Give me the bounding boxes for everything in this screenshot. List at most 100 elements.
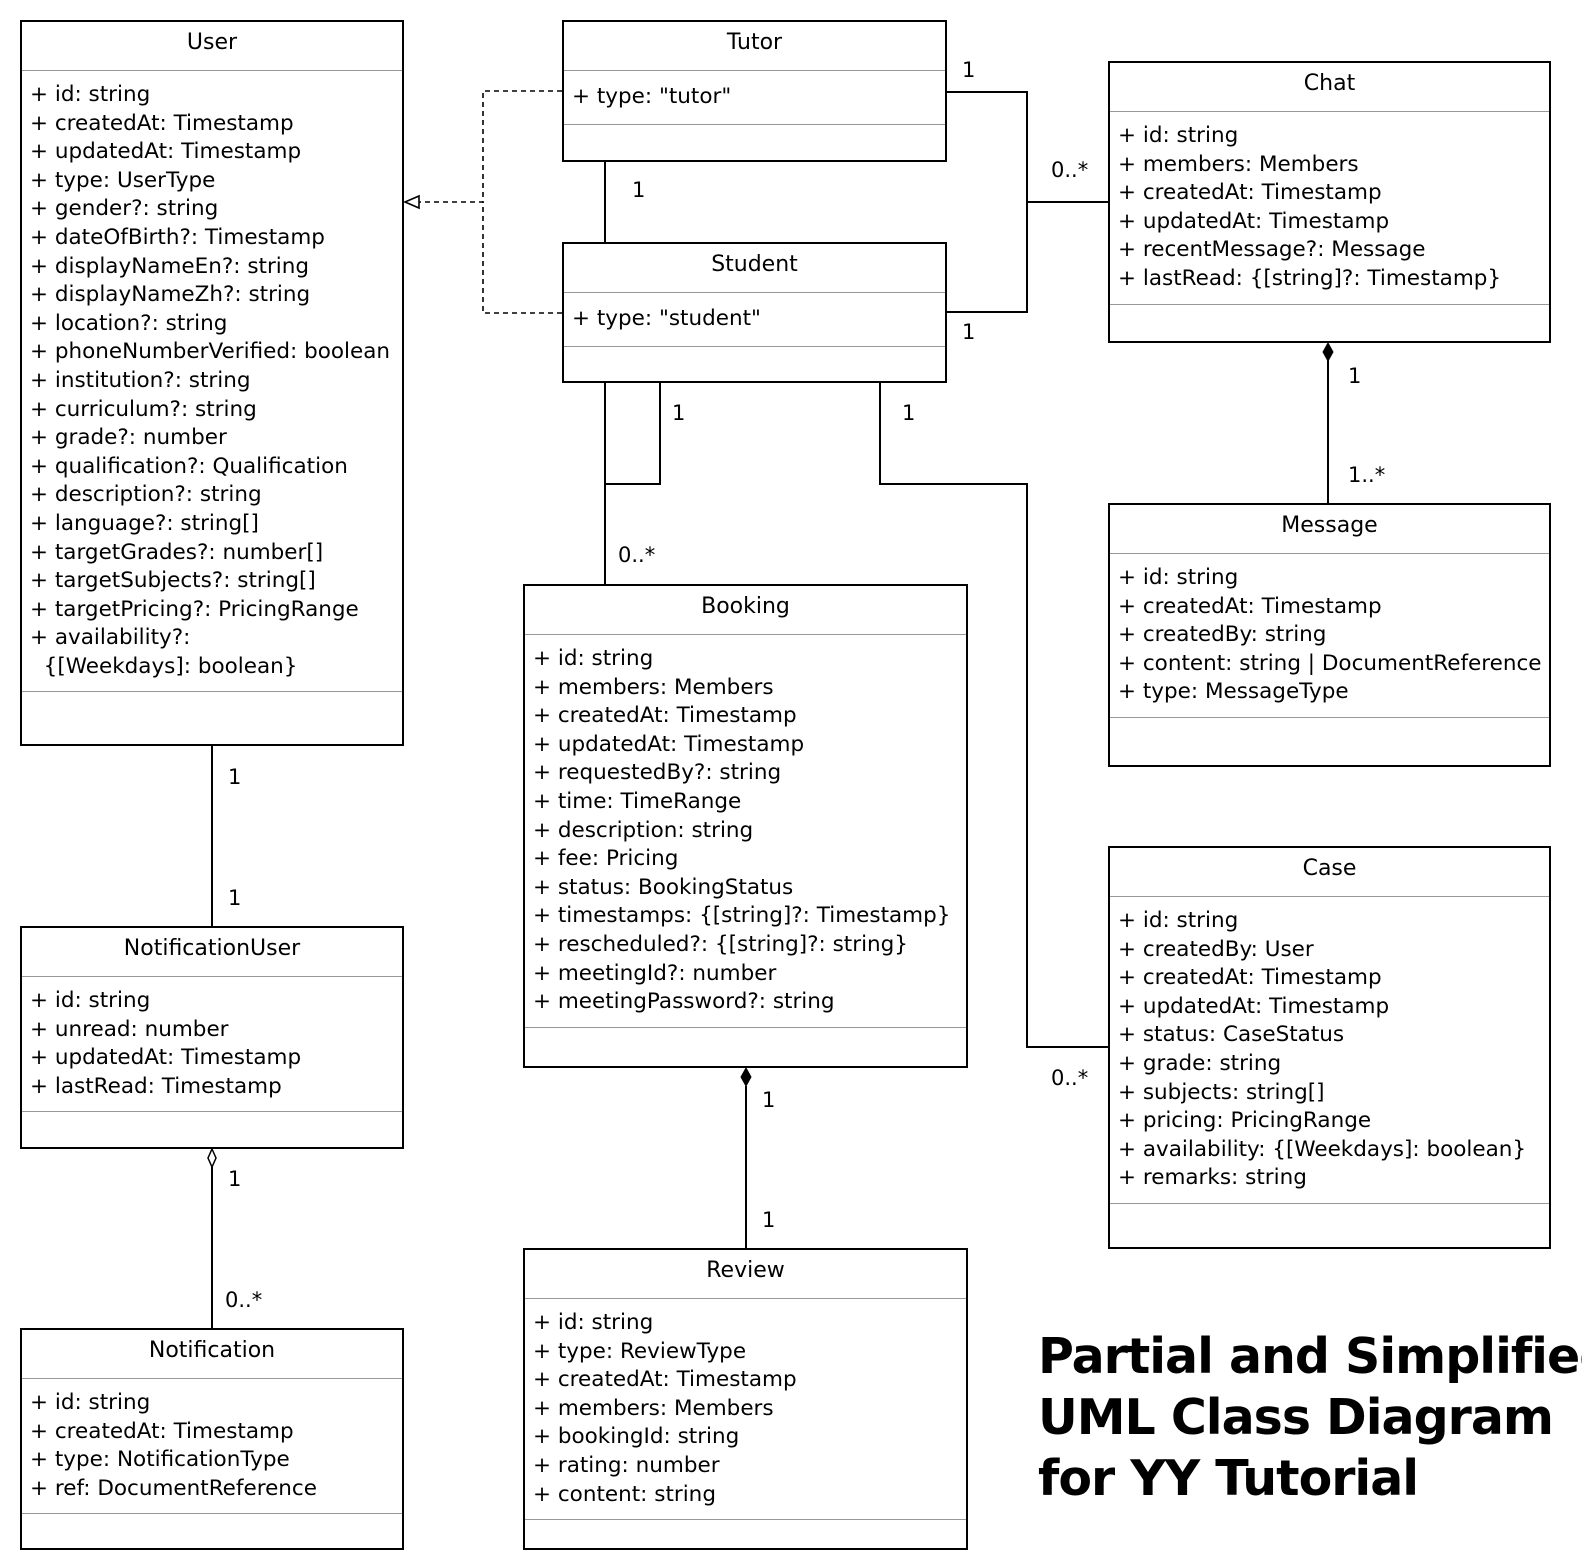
chat-class: Chat + id: string + members: Members + cre… <box>1108 61 1551 343</box>
attribute: + type: NotificationType <box>30 1447 290 1473</box>
class-name: Case <box>1110 848 1549 897</box>
attribute-list: + id: string+ createdAt: Timestamp+ type… <box>22 1379 402 1515</box>
attribute-list: + id: string + createdAt: Timestamp + crea… <box>1110 554 1549 718</box>
attribute: + updatedAt: Timestamp <box>1118 208 1390 234</box>
title-line: Partial and Simplified <box>1038 1328 1582 1385</box>
realization-student-line <box>482 202 562 314</box>
attribute: + meetingId?: number <box>533 960 777 986</box>
class-name: Chat <box>1110 63 1549 112</box>
attribute: + recentMessage?: Message <box>1118 237 1426 263</box>
attribute: {[Weekdays]: boolean} <box>30 653 298 679</box>
attribute-list: + id: string+ members: Members+ createdA… <box>525 635 966 1028</box>
attribute: + targetSubjects?: string[] <box>30 568 316 594</box>
attribute: + rating: number <box>533 1452 720 1478</box>
multiplicity-label: 1 <box>962 320 976 344</box>
attribute: + content: string <box>533 1481 716 1507</box>
attribute: + id: string <box>1118 908 1239 933</box>
multiplicity-label: 0..* <box>618 543 656 567</box>
student-booking-loop <box>605 383 661 485</box>
class-name: Student <box>564 244 945 293</box>
notification-user-class: NotificationUser + id: string+ unread: n… <box>20 926 404 1149</box>
attribute: + location?: string <box>30 310 228 336</box>
operations-compartment <box>525 1028 966 1060</box>
attribute: + members: Members <box>1118 151 1359 177</box>
attribute: + availability: {[Weekdays]: boolean} <box>1118 1136 1527 1162</box>
class-name: User <box>22 22 402 71</box>
attribute: + phoneNumberVerified: boolean <box>30 339 391 365</box>
attribute: + id: string <box>30 1390 151 1415</box>
multiplicity-label: 1 <box>762 1088 776 1112</box>
attribute: + time: TimeRange <box>533 788 742 814</box>
multiplicity-label: 1..* <box>1348 463 1386 487</box>
multiplicity-label: 1 <box>672 401 686 425</box>
multiplicity-label: 1 <box>1348 364 1362 388</box>
attribute: + description?: string <box>30 482 262 508</box>
attribute: + subjects: string[] <box>1118 1079 1325 1105</box>
operations-compartment <box>525 1520 966 1552</box>
attribute: + grade: string <box>1118 1050 1282 1076</box>
attribute-list: + type: "student" <box>564 293 945 347</box>
title-line: for YY Tutorial <box>1038 1450 1419 1507</box>
attribute: + createdBy: User <box>1118 936 1314 962</box>
attribute: + id: string <box>1118 123 1239 148</box>
attribute: + updatedAt: Timestamp <box>30 1045 302 1071</box>
realization-tutor-line <box>413 90 562 203</box>
attribute: + members: Members <box>533 674 774 700</box>
multiplicity-label: 0..* <box>1051 1066 1089 1090</box>
attribute: + createdAt: Timestamp <box>1118 593 1382 619</box>
notifuser-aggregation-diamond <box>207 1147 217 1169</box>
operations-compartment <box>22 1112 402 1144</box>
attribute: + language?: string[] <box>30 510 259 536</box>
attribute: + grade?: number <box>30 425 227 451</box>
attribute: + lastRead: Timestamp <box>30 1073 282 1099</box>
student-class: Student + type: "student" <box>562 242 947 383</box>
operations-compartment <box>1110 305 1549 337</box>
attribute: + createdAt: Timestamp <box>533 1367 797 1393</box>
attribute: + availability?: <box>30 625 191 651</box>
case-class: Case + id: string+ createdBy: User+ crea… <box>1108 846 1551 1249</box>
attribute-list: + id: string+ createdAt: Timestamp+ upda… <box>22 71 402 693</box>
booking-class: Booking + id: string + members: Members + … <box>523 584 968 1068</box>
class-name: Notification <box>22 1330 402 1379</box>
operations-compartment <box>1110 718 1549 750</box>
class-name: Message <box>1110 505 1549 554</box>
attribute: + createdAt: Timestamp <box>1118 180 1382 206</box>
review-class: Review + id: string+ type: ReviewType+ c… <box>523 1248 968 1550</box>
attribute: + id: string <box>533 646 654 671</box>
multiplicity-label: 1 <box>962 58 976 82</box>
multiplicity-label: 1 <box>228 886 242 910</box>
multiplicity-label: 1 <box>632 178 646 202</box>
multiplicity-label: 0..* <box>1051 158 1089 182</box>
notification-class: Notification + id: string+ createdAt: Ti… <box>20 1328 404 1550</box>
attribute: + remarks: string <box>1118 1165 1307 1191</box>
diagram-title: Partial and Simplified UML Class Diagram… <box>1038 1326 1582 1509</box>
message-class: Message + id: string + createdAt: Timesta… <box>1108 503 1551 767</box>
operations-compartment <box>1110 1204 1549 1236</box>
booking-composition-diamond <box>740 1066 752 1088</box>
attribute: + displayNameZh?: string <box>30 282 311 308</box>
attribute: + rescheduled?: {[string]?: string} <box>533 931 908 957</box>
attribute: + description: string <box>533 817 754 843</box>
multiplicity-label: 0..* <box>225 1288 263 1312</box>
attribute: + requestedBy?: string <box>533 760 782 786</box>
attribute: + updatedAt: Timestamp <box>30 139 302 165</box>
attribute: + ref: DocumentReference <box>30 1475 317 1501</box>
attribute: + createdBy: string <box>1118 622 1327 648</box>
attribute: + institution?: string <box>30 367 251 393</box>
attribute: + id: string <box>30 988 151 1013</box>
attribute: + qualification?: Qualification <box>30 453 348 479</box>
attribute-list: + id: string + members: Members + createdA… <box>1110 112 1549 305</box>
attribute-list: + id: string+ unread: number+ updatedAt:… <box>22 977 402 1113</box>
attribute: + createdAt: Timestamp <box>30 110 294 136</box>
attribute-list: + type: "tutor" <box>564 71 945 125</box>
multiplicity-label: 1 <box>902 401 916 425</box>
operations-compartment <box>564 125 945 157</box>
class-name: Booking <box>525 586 966 635</box>
attribute: + lastRead: {[string]?: Timestamp} <box>1118 265 1502 291</box>
attribute: + type: "student" <box>572 306 761 331</box>
student-case-line <box>879 383 1108 1048</box>
attribute: + id: string <box>1118 565 1239 590</box>
attribute: + dateOfBirth?: Timestamp <box>30 224 325 250</box>
operations-compartment <box>564 347 945 379</box>
